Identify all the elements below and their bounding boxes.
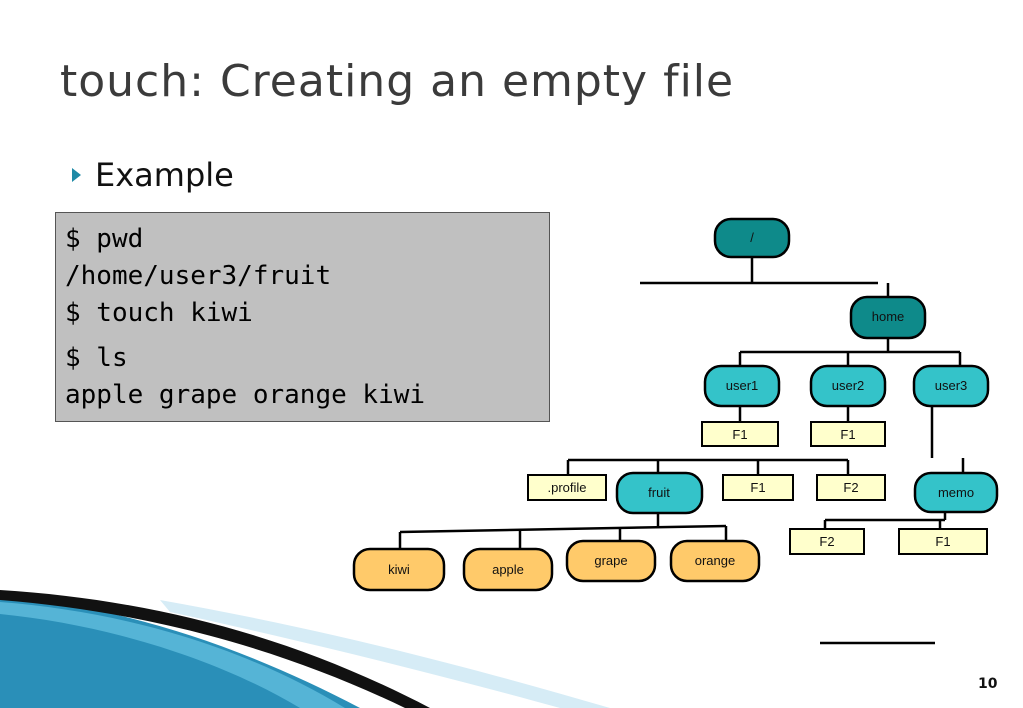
svg-text:.profile: .profile: [547, 480, 586, 495]
svg-text:grape: grape: [594, 553, 627, 568]
tree-node-user2: user2: [809, 364, 887, 408]
svg-text:F1: F1: [935, 534, 950, 549]
terminal-line: apple grape orange kiwi: [65, 380, 426, 410]
tree-file-grape: grape: [565, 539, 657, 583]
terminal-line: $ pwd: [65, 224, 144, 254]
svg-text:F2: F2: [819, 534, 834, 549]
tree-node-root: /: [713, 217, 791, 259]
tree-node-fruit: fruit: [615, 471, 704, 515]
tree-node-user1: user1: [703, 364, 781, 408]
tree-file-user2-f1: F1: [810, 421, 886, 447]
svg-text:user1: user1: [726, 378, 759, 393]
decorative-swoosh: [0, 590, 610, 708]
bullet-item: Example: [72, 156, 234, 194]
page-number: 10: [978, 676, 998, 692]
svg-text:fruit: fruit: [648, 485, 670, 500]
tree-file-kiwi: kiwi: [352, 547, 446, 592]
svg-text:orange: orange: [695, 553, 735, 568]
svg-text:kiwi: kiwi: [388, 562, 410, 577]
svg-text:apple: apple: [492, 562, 524, 577]
terminal-box: $ pwd /home/user3/fruit $ touch kiwi $ l…: [55, 212, 550, 422]
tree-node-home: home: [849, 295, 927, 340]
svg-text:F2: F2: [843, 480, 858, 495]
svg-text:/: /: [750, 230, 754, 245]
terminal-line: /home/user3/fruit: [65, 261, 332, 291]
slide-title: touch: Creating an empty file: [60, 56, 735, 107]
svg-text:home: home: [872, 309, 905, 324]
bullet-arrow-icon: [72, 168, 81, 182]
tree-node-user3: user3: [912, 364, 990, 408]
svg-text:user2: user2: [832, 378, 865, 393]
tree-node-memo: memo: [913, 471, 999, 514]
tree-connectors: [398, 258, 965, 645]
svg-text:F1: F1: [732, 427, 747, 442]
tree-file-memo-f1: F1: [898, 528, 988, 555]
tree-file-profile: .profile: [527, 474, 607, 501]
tree-file-user3-f1: F1: [722, 474, 794, 501]
svg-text:user3: user3: [935, 378, 968, 393]
tree-file-memo-f2: F2: [789, 528, 865, 555]
tree-file-orange: orange: [669, 539, 761, 583]
bullet-text: Example: [95, 156, 234, 194]
svg-text:F1: F1: [840, 427, 855, 442]
svg-text:F1: F1: [750, 480, 765, 495]
terminal-line: $ ls: [65, 343, 128, 373]
tree-file-user1-f1: F1: [701, 421, 779, 447]
tree-file-apple: apple: [462, 547, 554, 592]
tree-file-user3-f2: F2: [816, 474, 886, 501]
terminal-line: $ touch kiwi: [65, 298, 253, 328]
svg-text:memo: memo: [938, 485, 974, 500]
